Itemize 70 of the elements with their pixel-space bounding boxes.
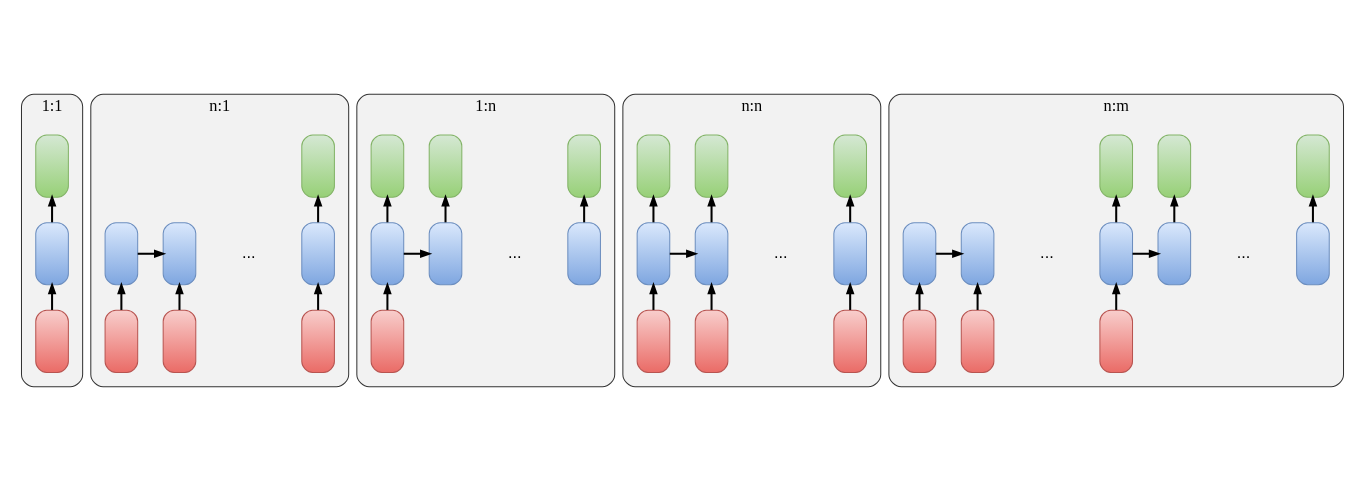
arrow (47, 282, 57, 310)
node-box (694, 222, 729, 286)
node-box (370, 222, 405, 286)
label: ... (774, 242, 788, 261)
arrow (1111, 282, 1121, 310)
node-box (35, 309, 69, 373)
node-box (370, 134, 405, 198)
arrow (403, 249, 433, 259)
node-box (301, 309, 335, 373)
arrow (313, 282, 323, 310)
arrow (845, 194, 855, 223)
arrow (117, 282, 126, 310)
arrow (313, 194, 323, 223)
node-box (636, 134, 671, 198)
node-box (1296, 134, 1330, 198)
cluster: 1:1 (20, 93, 84, 388)
node-box (694, 309, 729, 373)
arrow (137, 249, 167, 259)
node-box (902, 222, 937, 286)
node-box (1099, 222, 1134, 286)
arrow (441, 194, 450, 223)
node-box (428, 222, 463, 286)
node-box (370, 309, 405, 373)
arrow (1132, 249, 1162, 259)
arrow (383, 282, 392, 310)
node-box (1296, 222, 1330, 286)
label: ... (1236, 242, 1251, 261)
label: ... (508, 242, 522, 261)
arrow (935, 249, 965, 259)
label: ... (241, 242, 256, 261)
arrow (707, 194, 716, 223)
node-box (301, 134, 335, 198)
node-box (1157, 222, 1192, 286)
node-box (833, 134, 867, 198)
node-box (1099, 309, 1134, 373)
arrow (649, 282, 658, 310)
node-box (567, 134, 601, 198)
node-box (162, 309, 197, 373)
arrow (579, 194, 589, 223)
arrow (649, 194, 658, 223)
arrow (1308, 194, 1318, 223)
node-box (833, 222, 867, 286)
arrow (707, 282, 716, 310)
arrow (669, 249, 699, 259)
node-box (35, 134, 69, 198)
arrow (47, 194, 57, 223)
node-box (301, 222, 335, 286)
node-box (636, 222, 671, 286)
arrow (1111, 194, 1121, 223)
node-box (960, 222, 995, 286)
node-box (104, 309, 139, 373)
node-box (428, 134, 463, 198)
arrow (973, 282, 982, 310)
arrow (845, 282, 855, 310)
node-box (636, 309, 671, 373)
node-box (1099, 134, 1134, 198)
arrow (1170, 194, 1179, 223)
node-box (902, 309, 937, 373)
arrow (383, 194, 392, 223)
node-box (960, 309, 995, 373)
arrow (915, 282, 924, 310)
node-box (162, 222, 197, 286)
node-box (567, 222, 601, 286)
node-box (833, 309, 867, 373)
arrow (175, 282, 184, 310)
node-box (104, 222, 139, 286)
node-box (1157, 134, 1192, 198)
node-box (694, 134, 729, 198)
node-box (35, 222, 69, 286)
label: ... (1040, 242, 1054, 261)
